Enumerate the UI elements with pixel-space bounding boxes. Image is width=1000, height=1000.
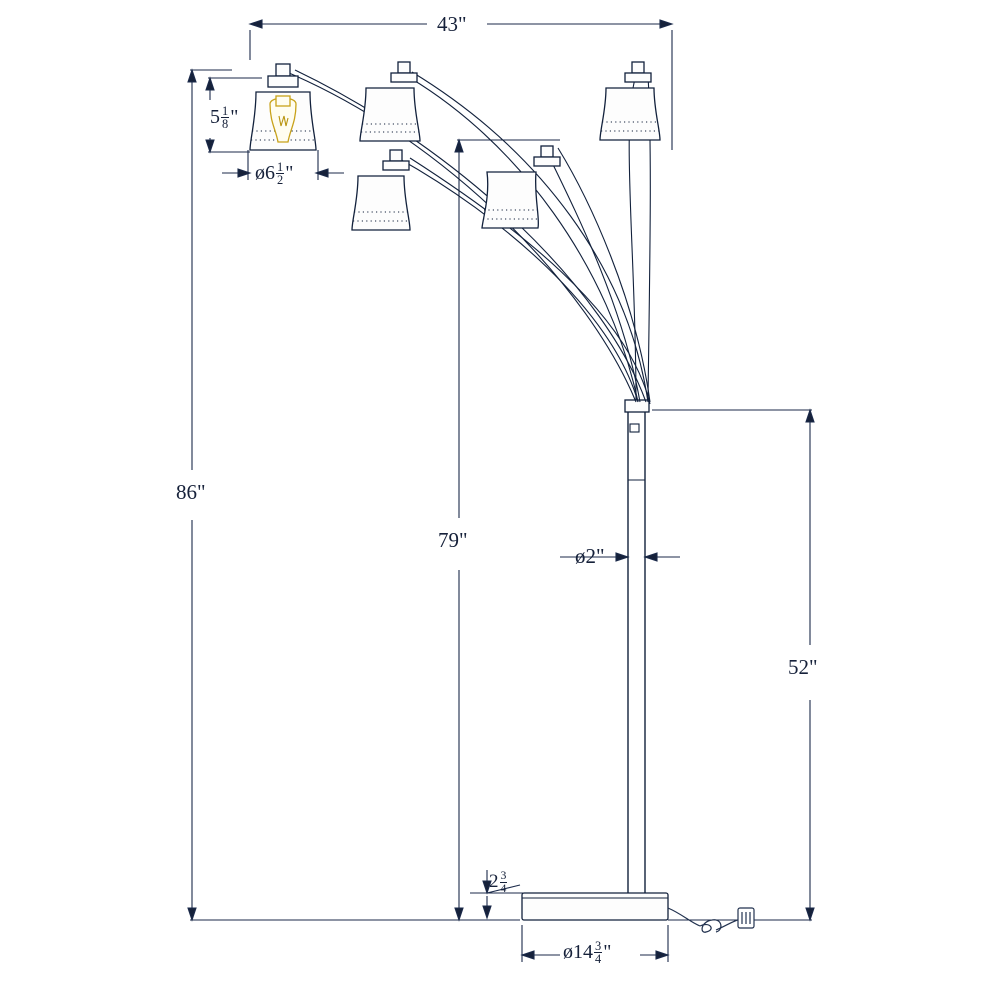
arrow-base-h-top [482,880,492,895]
arrow-shade-dia-left [237,168,252,178]
arrow-shade-h-bottom [205,139,215,154]
dimension-label-pole-height: 52" [788,655,818,679]
arrow-43-left [248,19,263,29]
arrow-pole-dia-left [615,552,630,562]
lamp-base [521,892,669,921]
lamp-shade-4 [481,145,561,229]
arrow-86-top [187,68,197,83]
arrow-base-h-bottom [482,905,492,920]
lamp-illustration [249,61,755,933]
dimension-label-width-top: 43" [437,12,467,36]
arrow-shade-dia-right [314,168,329,178]
arrow-base-dia-right [655,950,670,960]
power-cord [667,907,755,933]
lamp-pole [624,399,650,893]
lamp-arms [281,69,651,405]
arrow-79-bottom [454,907,464,922]
lamp-shade-5 [599,61,661,141]
dimension-label-arc-height: 79" [438,528,468,552]
dimension-label-pole-diameter: ø2" [575,544,605,568]
arrow-52-top [805,408,815,423]
arrow-base-dia-left [520,950,535,960]
light-bulb [269,95,297,143]
arrow-52-bottom [805,907,815,922]
arrow-79-top [454,138,464,153]
dimension-label-overall-height: 86" [176,480,206,504]
lamp-shade-1 [249,63,317,151]
lamp-shade-2 [359,61,421,142]
arrow-shade-h-top [205,76,215,91]
arrow-43-right [659,19,674,29]
arrow-pole-dia-right [643,552,658,562]
lamp-shade-3 [351,149,411,231]
arrow-86-bottom [187,907,197,922]
leader-base-h [486,884,521,894]
